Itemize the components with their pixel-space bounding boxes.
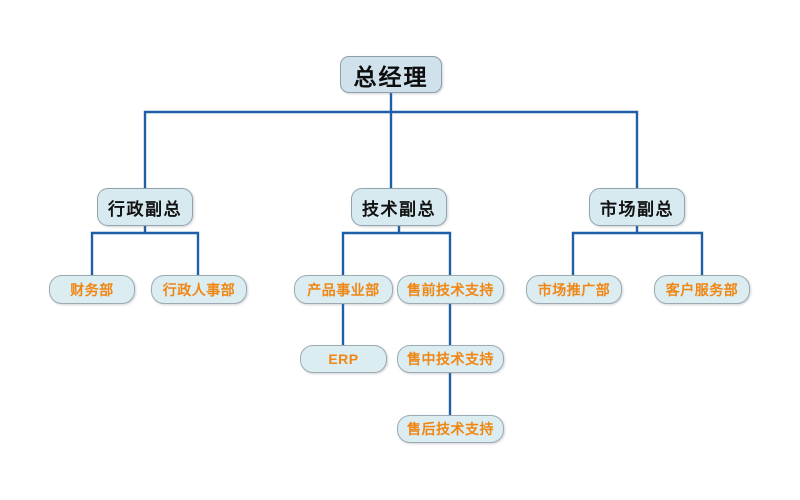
node-dept-market-promotion[interactable]: 市场推广部 bbox=[526, 275, 622, 304]
edge-tech-bus bbox=[341, 224, 452, 277]
node-dept-finance[interactable]: 财务部 bbox=[49, 275, 135, 304]
node-dept-insale-support[interactable]: 售中技术支持 bbox=[397, 345, 504, 373]
node-vp-administration[interactable]: 行政副总 bbox=[97, 188, 193, 226]
node-vp-marketing[interactable]: 市场副总 bbox=[589, 188, 685, 226]
node-vp-technology[interactable]: 技术副总 bbox=[351, 188, 447, 226]
edge-market-bus bbox=[571, 224, 704, 277]
node-dept-aftersale-support[interactable]: 售后技术支持 bbox=[397, 415, 504, 443]
node-root-general-manager[interactable]: 总经理 bbox=[340, 56, 442, 93]
node-dept-admin-hr[interactable]: 行政人事部 bbox=[151, 275, 247, 304]
node-dept-presale-support[interactable]: 售前技术支持 bbox=[397, 275, 504, 304]
node-dept-product-division[interactable]: 产品事业部 bbox=[294, 275, 393, 304]
edge-admin-bus bbox=[90, 224, 200, 277]
node-dept-customer-service[interactable]: 客户服务部 bbox=[654, 275, 750, 304]
edge-root-bus bbox=[143, 91, 639, 190]
node-dept-erp[interactable]: ERP bbox=[300, 345, 387, 373]
